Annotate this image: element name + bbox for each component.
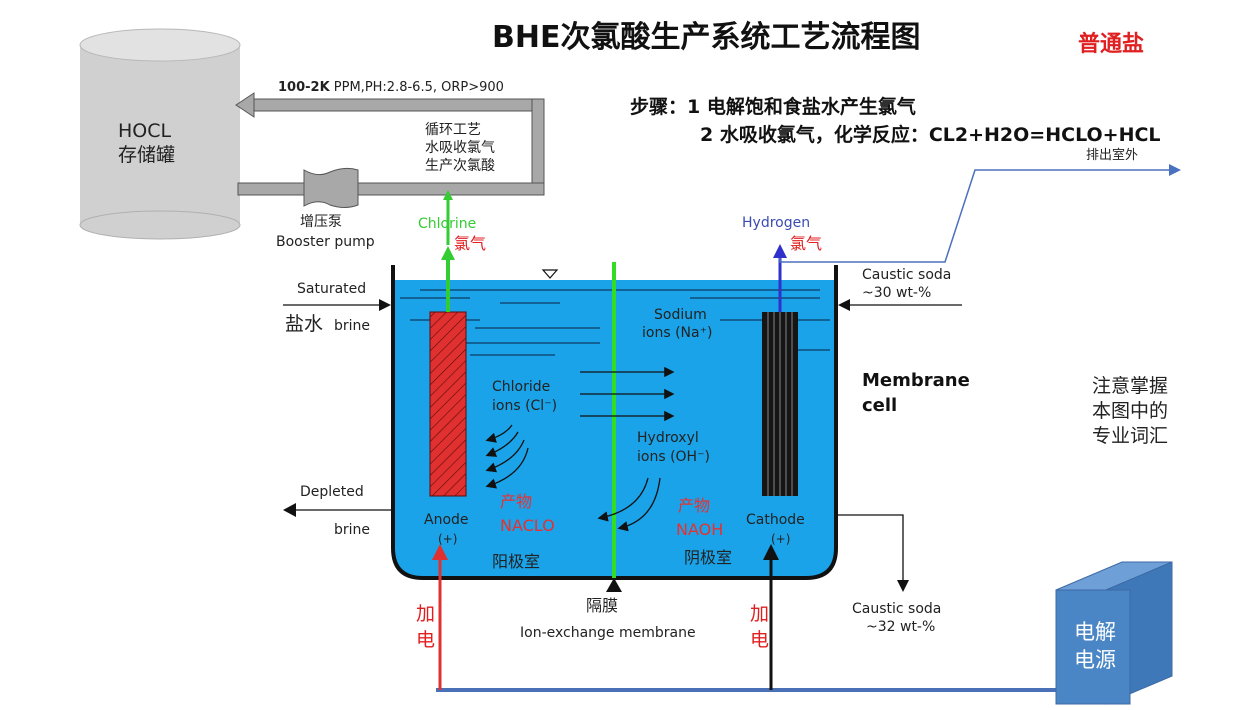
chlorine-label-en: Chlorine xyxy=(418,216,477,232)
power-supply-line2: 电源 xyxy=(1074,648,1116,672)
steps-label: 步骤：1 电解饱和食盐水产生氯气 xyxy=(630,96,916,119)
anode-electrode xyxy=(429,311,467,497)
note-line1: 注意掌握 xyxy=(1092,375,1169,397)
membrane-cell-line1: Membrane xyxy=(862,370,970,391)
anode-chamber-label: 阳极室 xyxy=(492,552,541,571)
depleted-label: Depleted xyxy=(300,484,364,500)
membrane-label-en: Ion-exchange membrane xyxy=(520,625,696,641)
step-2: 2 水吸收氯气，化学反应：CL2+H2O=HCLO+HCL xyxy=(700,124,1161,146)
water-lines xyxy=(400,289,830,356)
caustic-out-line2: ~32 wt-% xyxy=(866,619,936,635)
loop-text-line1: 循环工艺 xyxy=(425,122,481,138)
hydroxyl-label-line2: ions (OH⁻) xyxy=(637,449,710,465)
tank-label-line1: HOCL xyxy=(118,120,172,142)
loop-spec-rest: PPM,PH:2.8-6.5, ORP>900 xyxy=(329,80,504,95)
booster-pump-icon xyxy=(303,167,359,208)
steps-heading: 步骤： xyxy=(630,96,688,118)
membrane-cell-line2: cell xyxy=(862,395,898,416)
membrane-pointer xyxy=(606,578,622,592)
anode-sign: (+) xyxy=(438,532,458,546)
loop-spec: 100-2K PPM,PH:2.8-6.5, ORP>900 xyxy=(278,80,504,96)
chlorine-arrow-icon xyxy=(441,246,455,260)
depleted-brine-label: brine xyxy=(334,522,371,538)
product-anode-en: NACLO xyxy=(500,516,555,535)
hydroxyl-label-line1: Hydroxyl xyxy=(637,430,699,446)
hydrogen-label-cn: 氯气 xyxy=(790,234,823,253)
pump-label-en: Booster pump xyxy=(276,234,375,250)
power-left-line2: 电 xyxy=(416,629,436,651)
power-supply-line1: 电解 xyxy=(1074,620,1116,644)
power-right-line2: 电 xyxy=(750,629,770,651)
cathode-sign: (+) xyxy=(771,532,791,546)
note-line2: 本图中的 xyxy=(1092,400,1169,422)
exhaust-label: 排出室外 xyxy=(1086,148,1139,163)
product-anode-cn: 产物 xyxy=(500,492,533,511)
caustic-in-line2: ~30 wt-% xyxy=(862,285,932,301)
product-cathode-en: NAOH xyxy=(676,520,724,539)
step-1: 1 电解饱和食盐水产生氯气 xyxy=(687,96,916,118)
saturated-label: Saturated xyxy=(297,281,367,297)
sodium-arrows xyxy=(580,366,675,422)
chloride-arrows xyxy=(485,424,529,489)
tank-label-line2: 存储罐 xyxy=(118,144,176,166)
note-line3: 专业词汇 xyxy=(1092,425,1169,447)
product-cathode-cn: 产物 xyxy=(678,496,711,515)
exhaust-pipe xyxy=(779,164,1181,263)
pump-label-cn: 增压泵 xyxy=(300,214,342,230)
chlorine-label-cn: 氯气 xyxy=(454,234,487,253)
sodium-label-line1: Sodium xyxy=(654,307,707,323)
hydrogen-label-en: Hydrogen xyxy=(742,215,811,231)
cathode-electrode xyxy=(762,312,798,496)
hydrogen-arrow-icon xyxy=(773,244,787,258)
loop-text-line3: 生产次氯酸 xyxy=(425,158,495,174)
loop-text-line2: 水吸收氯气 xyxy=(425,140,495,156)
chloride-label-line2: ions (Cl⁻) xyxy=(492,398,558,414)
caustic-in-line1: Caustic soda xyxy=(862,267,952,283)
power-supply-box xyxy=(1055,561,1173,705)
sodium-label-line2: ions (Na⁺) xyxy=(642,325,713,341)
anode-label: Anode xyxy=(424,512,469,528)
power-right-line1: 加 xyxy=(750,603,770,625)
hocl-storage-tank xyxy=(79,28,241,240)
page-title: BHE次氯酸生产系统工艺流程图 xyxy=(492,20,921,55)
loop-spec-bold: 100-2K xyxy=(278,80,330,95)
brine-label-cn: 盐水 xyxy=(285,313,324,335)
membrane-label-cn: 隔膜 xyxy=(586,596,619,615)
recirculation-pipe xyxy=(235,92,545,196)
hydroxyl-arrows xyxy=(597,477,661,532)
chloride-label-line1: Chloride xyxy=(492,379,551,395)
cathode-chamber-label: 阴极室 xyxy=(684,548,733,567)
brine-label-en: brine xyxy=(334,318,371,334)
power-left-line1: 加 xyxy=(416,603,436,625)
salt-type-label: 普通盐 xyxy=(1078,32,1145,57)
cathode-label: Cathode xyxy=(746,512,805,528)
caustic-out-line1: Caustic soda xyxy=(852,601,942,617)
